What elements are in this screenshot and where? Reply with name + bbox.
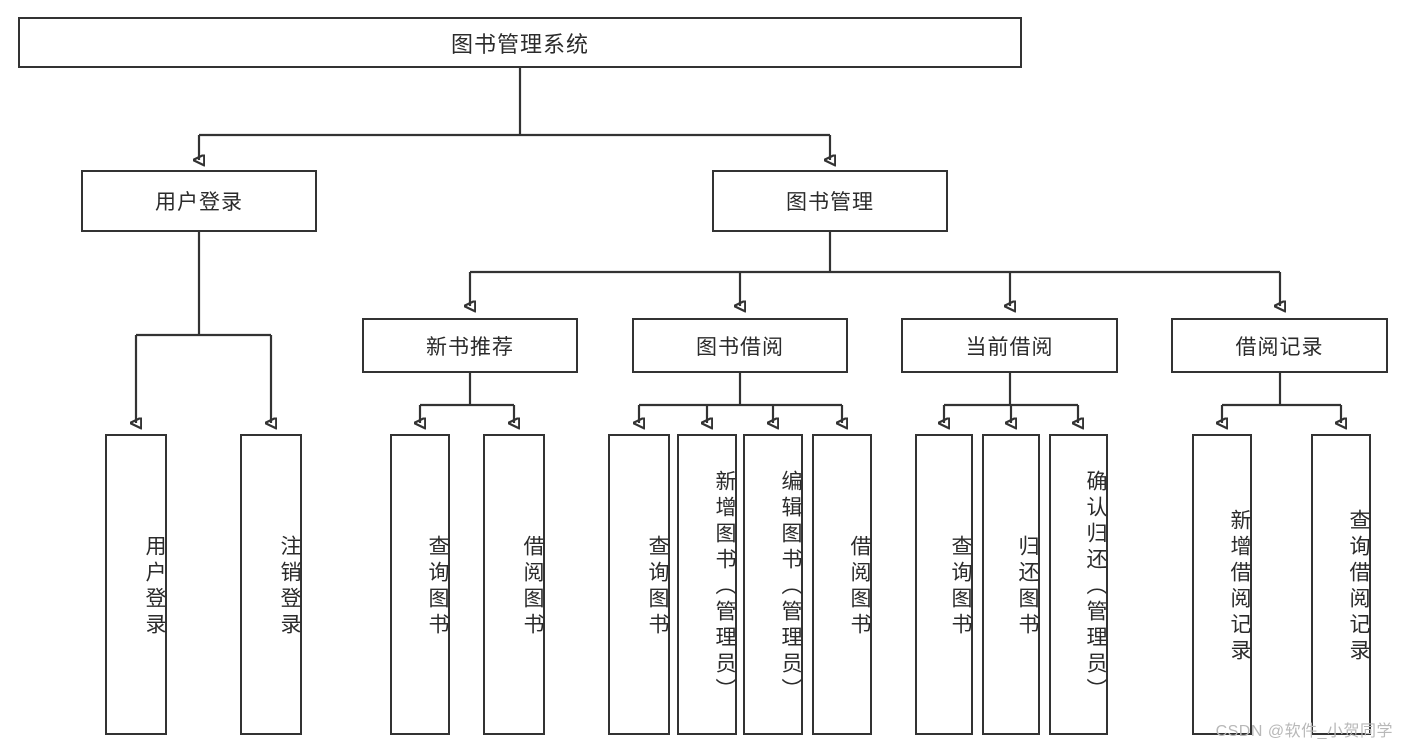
leaf-label: 新增借阅记录: [1228, 508, 1251, 665]
node-book-management[interactable]: 图书管理: [712, 170, 948, 232]
node-root-label: 图书管理系统: [450, 31, 589, 57]
leaf-current-confirm-return-admin[interactable]: 确认归还（管理员）: [1049, 434, 1108, 735]
leaf-label: 归还图书: [1016, 534, 1039, 639]
node-user-login-label: 用户登录: [155, 191, 243, 214]
leaf-label: 借阅图书: [521, 534, 544, 639]
leaf-borrow-edit-book-admin[interactable]: 编辑图书（管理员）: [743, 434, 803, 735]
leaf-label: 查询图书: [646, 534, 669, 639]
leaf-label: 确认归还（管理员）: [1084, 469, 1107, 704]
leaf-new-book-borrow-book[interactable]: 借阅图书: [483, 434, 545, 735]
leaf-record-query-borrow-record[interactable]: 查询借阅记录: [1311, 434, 1371, 735]
leaf-borrow-add-book-admin[interactable]: 新增图书（管理员）: [677, 434, 737, 735]
node-book-borrow-label: 图书借阅: [696, 335, 784, 359]
leaf-label: 编辑图书（管理员）: [779, 469, 802, 704]
leaf-new-book-query-book[interactable]: 查询图书: [390, 434, 450, 735]
node-borrow-record-label: 借阅记录: [1235, 335, 1324, 359]
leaf-current-query-book[interactable]: 查询图书: [915, 434, 973, 735]
leaf-user-login-signin[interactable]: 用户登录: [105, 434, 167, 735]
leaf-label: 查询借阅记录: [1347, 508, 1370, 665]
leaf-label: 借阅图书: [848, 534, 871, 639]
node-book-management-label: 图书管理: [786, 191, 874, 214]
node-new-book-recommend[interactable]: 新书推荐: [362, 318, 578, 373]
leaf-label: 查询图书: [426, 534, 449, 639]
leaf-label: 新增图书（管理员）: [713, 469, 736, 704]
leaf-user-login-signout[interactable]: 注销登录: [240, 434, 302, 735]
leaf-label: 查询图书: [949, 534, 972, 639]
node-current-borrow-label: 当前借阅: [965, 335, 1054, 359]
node-borrow-record[interactable]: 借阅记录: [1171, 318, 1388, 373]
node-root-system[interactable]: 图书管理系统: [18, 17, 1022, 68]
leaf-borrow-query-book[interactable]: 查询图书: [608, 434, 670, 735]
node-current-borrow[interactable]: 当前借阅: [901, 318, 1118, 373]
leaf-label: 注销登录: [278, 534, 301, 639]
leaf-label: 用户登录: [143, 534, 166, 639]
csdn-watermark: CSDN @软件_小贺同学: [1215, 723, 1393, 740]
node-new-book-recommend-label: 新书推荐: [426, 335, 514, 359]
node-user-login[interactable]: 用户登录: [81, 170, 317, 232]
leaf-borrow-borrow-book[interactable]: 借阅图书: [812, 434, 872, 735]
leaf-current-return-book[interactable]: 归还图书: [982, 434, 1040, 735]
node-book-borrow[interactable]: 图书借阅: [632, 318, 848, 373]
leaf-record-add-borrow-record[interactable]: 新增借阅记录: [1192, 434, 1252, 735]
